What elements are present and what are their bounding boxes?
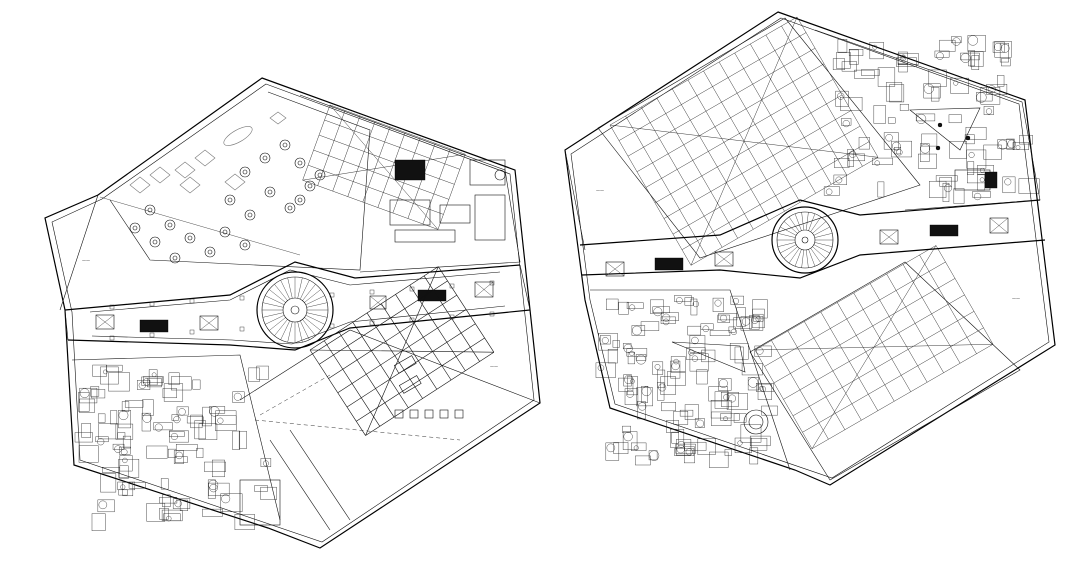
central-corridor-right: [579, 199, 1046, 279]
grid-hall-south: [749, 245, 1021, 481]
svg-text:——: ——: [82, 258, 90, 263]
spiral-staircase-left: [256, 271, 334, 349]
grid-hall-north: [597, 16, 921, 266]
office-rooms-right: [590, 289, 791, 471]
plan-left: ——: [44, 77, 541, 549]
spiral-staircase-right: [771, 206, 839, 274]
plan-left-outline: [44, 77, 541, 549]
svg-text:——: ——: [596, 188, 604, 193]
banquet-hall: [109, 91, 371, 271]
workshop-area-left: ——: [239, 266, 541, 531]
plan-right: —— ——: [564, 11, 1056, 486]
office-rooms-left: [71, 354, 281, 531]
service-rooms-right: [814, 29, 1041, 211]
central-corridor: [64, 261, 531, 351]
service-rooms-left: [299, 94, 521, 273]
svg-text:——: ——: [490, 364, 498, 369]
svg-text:——: ——: [1012, 296, 1020, 301]
plan-right-outline: [564, 11, 1056, 486]
